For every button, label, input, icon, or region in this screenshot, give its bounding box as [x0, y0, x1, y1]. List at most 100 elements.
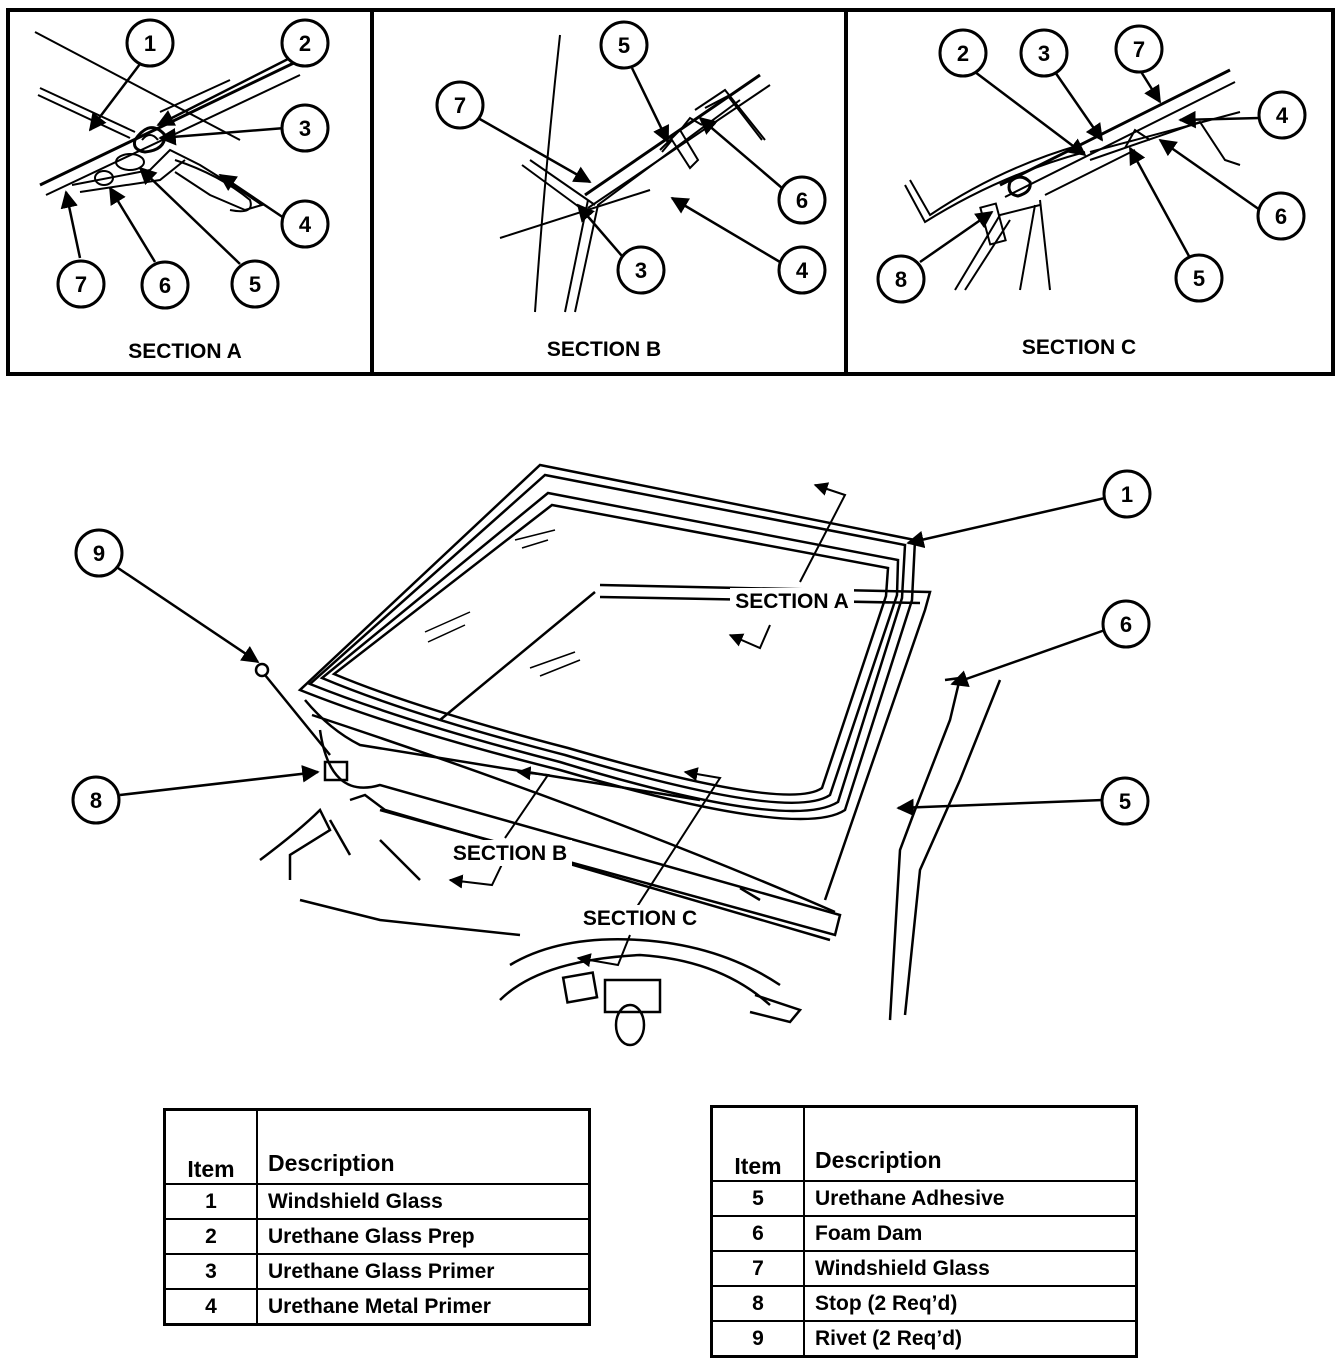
svg-text:7: 7: [454, 93, 466, 118]
legend-item-number: 4: [163, 1288, 258, 1326]
legend-item-description: Urethane Adhesive: [803, 1180, 1138, 1217]
callout-main-5: 5: [1100, 776, 1150, 826]
main-callout-list: 1 9 6 8 5: [71, 469, 1152, 826]
callout-sec-c-8: 8: [876, 254, 926, 304]
legend-right-header: Item Description: [710, 1105, 1138, 1182]
main-section-b-label: SECTION B: [453, 842, 567, 865]
callout-sec-c-7: 7: [1114, 24, 1164, 74]
table-row: 8 Stop (2 Req’d): [710, 1285, 1138, 1322]
svg-text:3: 3: [635, 258, 647, 283]
callout-sec-b-5: 5: [599, 20, 649, 70]
svg-text:5: 5: [249, 272, 261, 297]
legend-item-number: 8: [710, 1285, 805, 1322]
callout-sec-c-5: 5: [1174, 253, 1224, 303]
svg-text:7: 7: [75, 272, 87, 297]
table-row: 6 Foam Dam: [710, 1215, 1138, 1252]
callout-main-6: 6: [1101, 599, 1151, 649]
legend-item-description: Windshield Glass: [803, 1250, 1138, 1287]
callout-main-8: 8: [71, 775, 121, 825]
table-row: 7 Windshield Glass: [710, 1250, 1138, 1287]
callout-sec-a-5: 5: [230, 259, 280, 309]
legend-left-item-header: Item: [163, 1108, 258, 1185]
legend-item-description: Windshield Glass: [256, 1183, 591, 1220]
legend-item-description: Urethane Metal Primer: [256, 1288, 591, 1326]
svg-text:7: 7: [1133, 37, 1145, 62]
svg-text:9: 9: [93, 541, 105, 566]
svg-text:5: 5: [1119, 789, 1131, 814]
table-row: 1 Windshield Glass: [163, 1183, 591, 1220]
svg-text:4: 4: [1276, 103, 1289, 128]
callout-sec-c-4: 4: [1257, 90, 1307, 140]
legend-table-right: Item Description 5 Urethane Adhesive 6 F…: [710, 1105, 1138, 1358]
callout-sec-b-7: 7: [435, 80, 485, 130]
section-a-title: SECTION A: [128, 340, 242, 363]
svg-text:3: 3: [1038, 41, 1050, 66]
svg-text:6: 6: [159, 273, 171, 298]
legend-item-number: 3: [163, 1253, 258, 1290]
legend-item-number: 2: [163, 1218, 258, 1255]
svg-text:5: 5: [1193, 266, 1205, 291]
table-row: 9 Rivet (2 Req’d): [710, 1320, 1138, 1358]
main-section-c-label: SECTION C: [583, 907, 697, 930]
main-section-label-list: SECTION A SECTION B SECTION C: [448, 588, 854, 931]
section-b-title: SECTION B: [547, 338, 661, 361]
callout-sec-a-1: 1: [125, 18, 175, 68]
legend-item-description: Rivet (2 Req’d): [803, 1320, 1138, 1358]
svg-text:2: 2: [957, 41, 969, 66]
section-c-title: SECTION C: [1022, 336, 1136, 359]
svg-text:6: 6: [1120, 612, 1132, 637]
legend-item-number: 7: [710, 1250, 805, 1287]
svg-text:8: 8: [90, 788, 102, 813]
legend-item-description: Urethane Glass Prep: [256, 1218, 591, 1255]
callout-sec-c-2: 2: [938, 28, 988, 78]
table-row: 2 Urethane Glass Prep: [163, 1218, 591, 1255]
legend-item-number: 1: [163, 1183, 258, 1220]
section-c-detail: [904, 68, 1241, 291]
leader-lines: [60, 56, 1261, 817]
section-b-callout-list: 5 7 6 3 4: [435, 20, 827, 295]
svg-text:5: 5: [618, 33, 630, 58]
svg-text:6: 6: [796, 188, 808, 213]
section-a-detail: [34, 31, 301, 213]
windshield-assembly: [254, 463, 1002, 1047]
svg-text:6: 6: [1275, 204, 1287, 229]
callout-sec-c-6: 6: [1256, 191, 1306, 241]
legend-left-description-header: Description: [256, 1108, 591, 1185]
callout-sec-a-3: 3: [280, 103, 330, 153]
svg-text:1: 1: [144, 31, 156, 56]
section-b-detail: [499, 34, 771, 313]
legend-item-number: 6: [710, 1215, 805, 1252]
legend-item-description: Foam Dam: [803, 1215, 1138, 1252]
callout-sec-b-6: 6: [777, 175, 827, 225]
section-markers: SECTION A SECTION B SECTION C: [448, 482, 854, 968]
table-row: 3 Urethane Glass Primer: [163, 1253, 591, 1290]
detail-panels-frame: [6, 8, 1335, 376]
legend-right-item-header: Item: [710, 1105, 805, 1182]
legend-item-number: 5: [710, 1180, 805, 1217]
section-a-callout-list: 1 2 3 4 5 6 7: [56, 18, 330, 310]
callout-sec-a-2: 2: [280, 18, 330, 68]
callout-main-9: 9: [74, 528, 124, 578]
svg-text:1: 1: [1121, 482, 1133, 507]
callout-sec-a-6: 6: [140, 260, 190, 310]
section-title-list: SECTION A SECTION B SECTION C: [128, 336, 1136, 363]
svg-text:2: 2: [299, 31, 311, 56]
section-c-callout-list: 2 3 7 4 6 5 8: [876, 24, 1307, 304]
legend-item-number: 9: [710, 1320, 805, 1358]
table-row: 4 Urethane Metal Primer: [163, 1288, 591, 1326]
callout-main-1: 1: [1102, 469, 1152, 519]
callout-sec-a-7: 7: [56, 259, 106, 309]
callout-sec-b-3: 3: [616, 245, 666, 295]
callout-sec-c-3: 3: [1019, 28, 1069, 78]
main-section-a-label: SECTION A: [735, 590, 849, 613]
legend-item-description: Stop (2 Req’d): [803, 1285, 1138, 1322]
svg-text:4: 4: [299, 212, 312, 237]
svg-text:8: 8: [895, 267, 907, 292]
svg-text:3: 3: [299, 116, 311, 141]
callout-sec-b-4: 4: [777, 245, 827, 295]
legend-left-header: Item Description: [163, 1108, 591, 1185]
svg-text:4: 4: [796, 258, 809, 283]
legend-table-left: Item Description 1 Windshield Glass 2 Ur…: [163, 1108, 591, 1326]
table-row: 5 Urethane Adhesive: [710, 1180, 1138, 1217]
